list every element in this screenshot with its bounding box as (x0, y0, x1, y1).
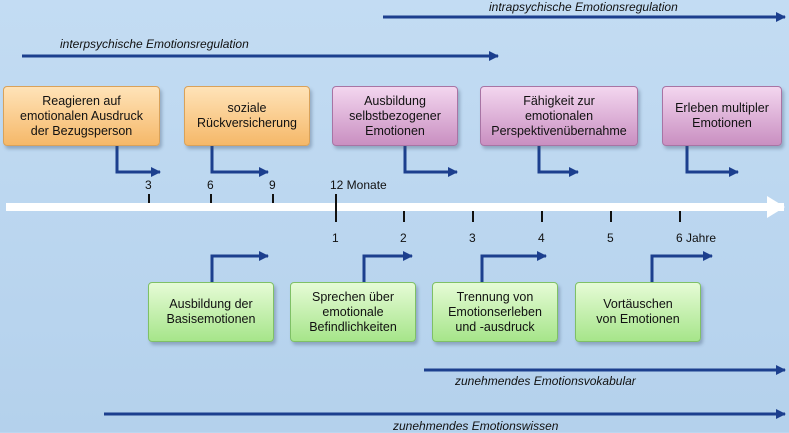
tick-label-year: 6 Jahre (676, 231, 717, 245)
connector-top-5 (685, 146, 739, 177)
connector-bottom-1 (210, 251, 269, 282)
vocabulary-label: zunehmendes Emotionsvokabular (455, 374, 636, 388)
connector-bottom-2 (362, 251, 413, 282)
connector-bottom-3 (480, 251, 547, 282)
intrapsychic-label: intrapsychische Emotionsregulation (489, 0, 678, 14)
milestone-box-top: Reagieren auf emotionalen Ausdruck der B… (3, 86, 160, 146)
interpsychic-label: interpsychische Emotionsregulation (60, 37, 249, 51)
milestone-text: Fähigkeit zur emotionalen Perspektivenüb… (491, 93, 627, 138)
tick-label-year: 5 (607, 231, 614, 245)
tick-label-year: 3 (469, 231, 476, 245)
connector-bottom-4 (650, 251, 713, 282)
tick-label-year: 1 (332, 231, 339, 245)
connector-top-4 (537, 146, 579, 177)
milestone-box-top: soziale Rückversicherung (184, 86, 310, 146)
connector-top-1 (115, 146, 161, 177)
knowledge-label: zunehmendes Emotionswissen (393, 419, 559, 433)
milestone-text: Reagieren auf emotionalen Ausdruck der B… (20, 93, 143, 138)
tick-label-month: 12 Monate (330, 178, 387, 192)
tick-label-month: 3 (145, 178, 152, 192)
milestone-box-top: Ausbildung selbstbezogener Emotionen (332, 86, 458, 146)
milestone-text: Sprechen über emotionale Befindlichkeite… (309, 289, 397, 334)
milestone-box-top: Fähigkeit zur emotionalen Perspektivenüb… (480, 86, 638, 146)
milestone-text: soziale Rückversicherung (196, 101, 298, 130)
milestone-box-top: Erleben multipler Emotionen (662, 86, 782, 146)
milestone-box-bottom: Vortäuschen von Emotionen (575, 282, 701, 342)
milestone-box-bottom: Ausbildung der Basisemotionen (148, 282, 274, 342)
milestone-text: Vortäuschen von Emotionen (596, 297, 680, 326)
tick-label-year: 4 (538, 231, 545, 245)
connector-top-3 (403, 146, 458, 177)
milestone-text: Trennung von Emotionserleben und -ausdru… (448, 289, 542, 334)
tick-label-month: 9 (269, 178, 276, 192)
milestone-box-bottom: Sprechen über emotionale Befindlichkeite… (290, 282, 416, 342)
tick-label-year: 2 (400, 231, 407, 245)
milestone-text: Ausbildung selbstbezogener Emotionen (349, 93, 441, 138)
milestone-box-bottom: Trennung von Emotionserleben und -ausdru… (432, 282, 558, 342)
timeline-ticks (148, 194, 681, 222)
tick-label-month: 6 (207, 178, 214, 192)
connector-top-2 (210, 146, 269, 177)
milestone-text: Ausbildung der Basisemotionen (166, 297, 256, 326)
milestone-text: Erleben multipler Emotionen (675, 101, 769, 130)
